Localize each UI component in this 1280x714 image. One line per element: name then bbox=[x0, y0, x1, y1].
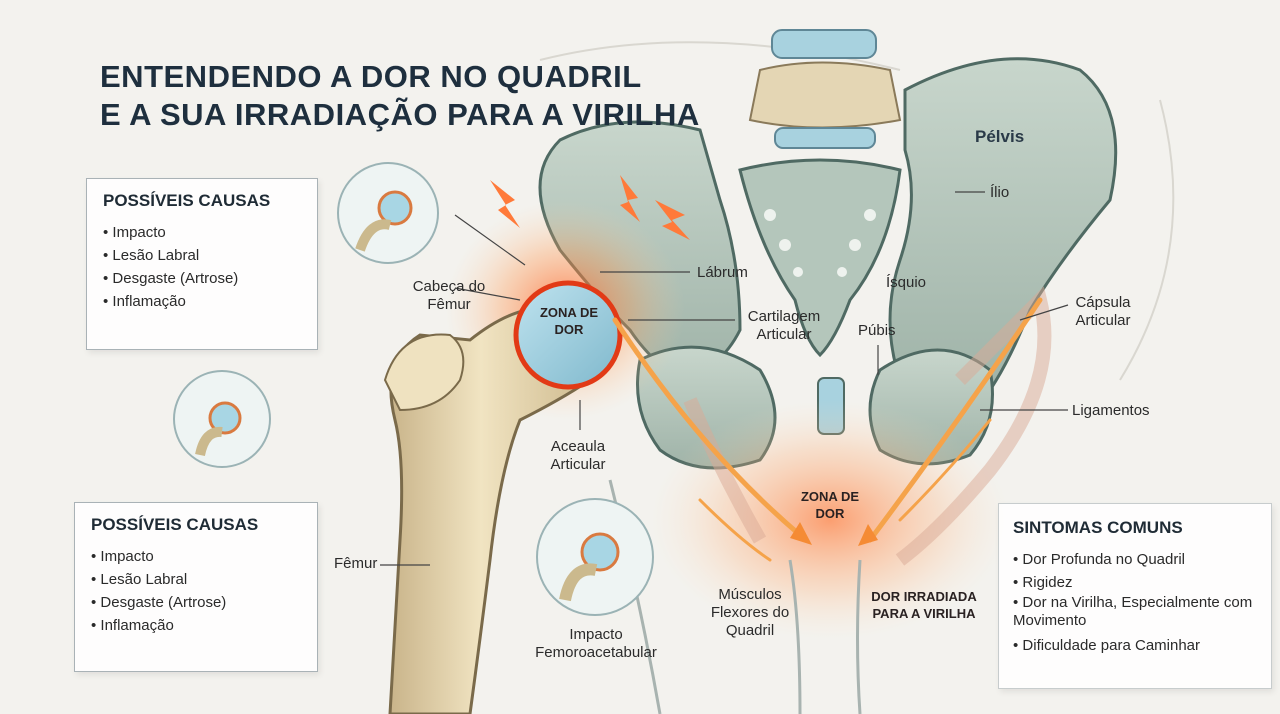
causes-card-bottom: POSSÍVEIS CAUSAS Impacto Lesão Labral De… bbox=[74, 502, 318, 672]
spine bbox=[748, 29, 902, 149]
causes-heading: POSSÍVEIS CAUSAS bbox=[103, 191, 271, 210]
label-ligamentos: Ligamentos bbox=[1072, 402, 1150, 419]
inset-hip-detail-2 bbox=[173, 370, 271, 468]
list-item: Lesão Labral bbox=[91, 568, 303, 591]
leader-lines bbox=[380, 191, 1069, 566]
list-item: Impacto bbox=[103, 221, 303, 244]
causes-card-top: POSSÍVEIS CAUSAS Impacto Lesão Labral De… bbox=[86, 178, 318, 350]
causes-list: Impacto Lesão Labral Desgaste (Artrose) … bbox=[103, 221, 303, 313]
label-musculos: Músculos Flexores do Quadril bbox=[710, 586, 790, 639]
label-ilio: Ílio bbox=[990, 184, 1010, 201]
label-labrum: Lábrum bbox=[697, 264, 748, 281]
list-item: Desgaste (Artrose) bbox=[103, 267, 303, 290]
femur-bone bbox=[383, 280, 623, 714]
radiating-pain-arrows bbox=[612, 297, 1043, 562]
inset-impingement-detail bbox=[536, 498, 654, 616]
list-item: Rigidez bbox=[1013, 571, 1263, 594]
list-item: Inflamação bbox=[91, 614, 303, 637]
label-femur: Fêmur bbox=[334, 555, 378, 572]
label-cartilagem: Cartilagem Articular bbox=[747, 308, 821, 343]
symptoms-card: SINTOMAS COMUNS Dor Profunda no Quadril … bbox=[998, 503, 1272, 689]
label-cabeca-femur: Cabeça do Fêmur bbox=[412, 278, 486, 313]
label-pubis: Púbis bbox=[858, 322, 896, 339]
thigh-outline bbox=[856, 559, 862, 714]
hip-flexor-muscle bbox=[683, 397, 767, 544]
hip-flexor-muscle bbox=[895, 286, 1052, 566]
list-item: Dor Profunda no Quadril bbox=[1013, 548, 1263, 571]
symptoms-list: Dor Profunda no Quadril Rigidez Dor na V… bbox=[1013, 548, 1263, 657]
title-line-2: E A SUA IRRADIAÇÃO PARA A VIRILHA bbox=[100, 97, 700, 132]
title-line-1: ENTENDENDO A DOR NO QUADRIL bbox=[100, 59, 642, 94]
label-isquio: Ísquio bbox=[886, 274, 927, 291]
label-zona-dor-hip: ZONA DE DOR bbox=[539, 305, 599, 337]
pain-lightning-icons bbox=[490, 175, 690, 240]
arrow-head bbox=[790, 522, 812, 545]
page-title: ENTENDENDO A DOR NO QUADRIL E A SUA IRRA… bbox=[100, 58, 700, 134]
arrow-head bbox=[858, 524, 878, 546]
thigh-outline bbox=[788, 559, 802, 714]
label-impacto-fa: Impacto Femoroacetabular bbox=[535, 626, 657, 661]
list-item: Impacto bbox=[91, 545, 303, 568]
label-pelvis: Pélvis bbox=[975, 127, 1025, 146]
label-dor-irradiada: DOR IRRADIADA PARA A VIRILHA bbox=[871, 589, 977, 621]
groin-pain-glow bbox=[650, 400, 1010, 640]
label-aceaula: Aceaula Articular bbox=[550, 438, 606, 473]
causes-list: Impacto Lesão Labral Desgaste (Artrose) … bbox=[91, 545, 303, 637]
causes-heading: POSSÍVEIS CAUSAS bbox=[91, 515, 259, 534]
list-item: Lesão Labral bbox=[103, 244, 303, 267]
list-item: Dor na Virilha, Especialmente com Movime… bbox=[1013, 594, 1263, 634]
list-item: Desgaste (Artrose) bbox=[91, 591, 303, 614]
background-contour bbox=[1119, 99, 1175, 381]
label-capsula: Cápsula Articular bbox=[1075, 294, 1131, 329]
list-item: Inflamação bbox=[103, 290, 303, 313]
symptoms-heading: SINTOMAS COMUNS bbox=[1013, 518, 1183, 537]
list-item: Dificuldade para Caminhar bbox=[1013, 634, 1263, 657]
inset-hip-detail-1 bbox=[337, 162, 439, 264]
label-zona-dor-groin: ZONA DE DOR bbox=[800, 489, 860, 521]
